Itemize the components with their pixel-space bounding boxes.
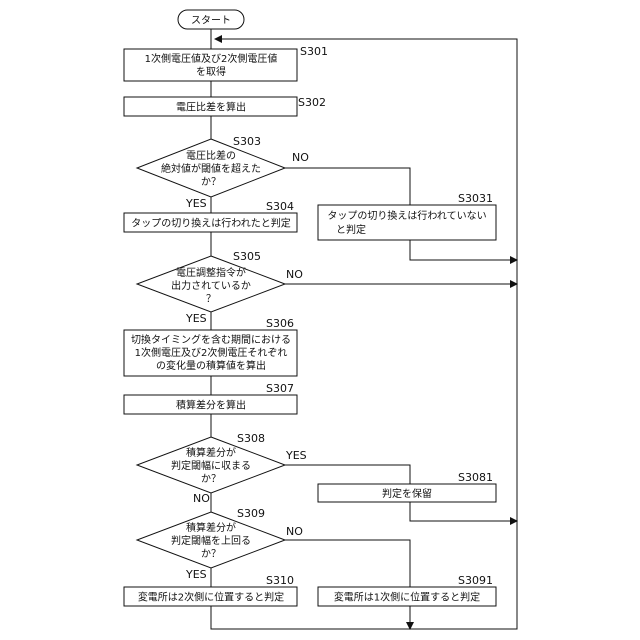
step-label: S309 <box>237 507 265 520</box>
branch-label-no: NO <box>286 525 303 538</box>
step-s3031: タップの切り換えは行われていない と判定 S3031 <box>318 192 496 240</box>
decision-text: 判定閾幅を上回る <box>171 534 251 547</box>
connector <box>285 540 410 587</box>
branch-label-no: NO <box>193 492 210 505</box>
step-text: 積算差分を算出 <box>176 399 246 412</box>
step-text: を取得 <box>196 66 226 78</box>
branch-label-no: NO <box>292 151 309 164</box>
step-label: S3081 <box>458 471 493 484</box>
branch-label-yes: YES <box>185 197 207 210</box>
step-label: S301 <box>300 45 328 58</box>
decision-text: 電圧比差の <box>186 149 236 162</box>
decision-s305: 電圧調整指令が 出力されているか ？ S305 NO YES <box>137 250 303 325</box>
step-text: 1次側電圧及び2次側電圧それぞれ <box>135 346 288 359</box>
decision-text: 積算差分が <box>186 521 236 534</box>
step-label: S310 <box>266 574 294 587</box>
decision-text: 積算差分が <box>186 446 236 459</box>
decision-s308: 積算差分が 判定閾幅に収まる か？ S308 YES NO <box>137 432 307 505</box>
step-s302: 電圧比差を算出 S302 <box>124 96 326 116</box>
step-label: S305 <box>233 250 261 263</box>
decision-text: 出力されているか <box>171 279 251 292</box>
step-label: S3031 <box>458 192 493 205</box>
step-label: S303 <box>233 135 261 148</box>
step-label: S307 <box>266 382 294 395</box>
decision-text: か？ <box>201 176 221 188</box>
decision-text: か？ <box>201 548 221 560</box>
step-text: 切換タイミングを含む期間における <box>131 333 291 346</box>
decision-s303: 電圧比差の 絶対値が閾値を超えた か？ S303 NO YES <box>137 135 309 210</box>
decision-s309: 積算差分が 判定閾幅を上回る か？ S309 NO YES <box>137 507 303 581</box>
step-text: 1次側電圧値及び2次側電圧値 <box>145 52 278 65</box>
connector <box>285 168 410 205</box>
branch-label-no: NO <box>286 268 303 281</box>
step-text: 変電所は2次側に位置すると判定 <box>138 591 284 604</box>
step-text: と判定 <box>336 223 366 236</box>
step-text: タップの切り換えは行われたと判定 <box>131 217 291 230</box>
step-label: S3091 <box>458 574 493 587</box>
start-terminal: スタート <box>178 10 244 29</box>
step-text: タップの切り換えは行われていない <box>327 209 486 222</box>
branch-label-yes: YES <box>285 449 307 462</box>
step-label: S304 <box>266 200 294 213</box>
branch-label-yes: YES <box>185 568 207 581</box>
step-label: S308 <box>237 432 265 445</box>
decision-text: か？ <box>201 473 221 485</box>
connector <box>410 240 517 260</box>
step-label: S306 <box>266 317 294 330</box>
step-label: S302 <box>298 96 326 109</box>
step-text: 変電所は1次側に位置すると判定 <box>334 591 480 604</box>
step-s3091: 変電所は1次側に位置すると判定 S3091 <box>318 574 496 606</box>
decision-text: ？ <box>206 294 216 305</box>
step-s301: 1次側電圧値及び2次側電圧値 を取得 S301 <box>124 45 328 81</box>
decision-text: 判定閾幅に収まる <box>171 459 251 472</box>
step-text: 判定を保留 <box>382 487 432 500</box>
step-text: の変化量の積算値を算出 <box>156 359 266 372</box>
branch-label-yes: YES <box>185 312 207 325</box>
start-label: スタート <box>191 15 231 27</box>
decision-text: 電圧調整指令が <box>176 266 246 279</box>
step-text: 電圧比差を算出 <box>176 101 246 114</box>
step-s3081: 判定を保留 S3081 <box>318 471 496 502</box>
connector <box>285 465 410 484</box>
connector <box>410 502 517 521</box>
decision-text: 絶対値が閾値を超えた <box>161 162 261 175</box>
